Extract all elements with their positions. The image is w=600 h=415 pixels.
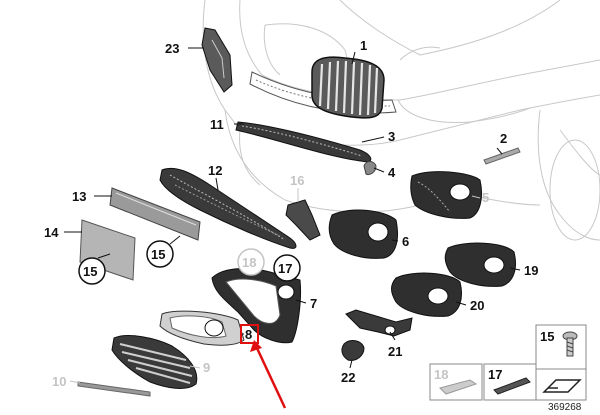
car-outline <box>202 0 600 241</box>
legend-17-label: 17 <box>488 367 502 382</box>
legend-15-label: 15 <box>540 329 554 344</box>
callout-23: 23 <box>165 41 179 56</box>
callout-3: 3 <box>388 129 395 144</box>
lower-trim <box>77 381 151 397</box>
callout-17: 17 <box>278 261 292 276</box>
legend-18-label: 18 <box>434 367 448 382</box>
lower-bracket <box>345 309 413 337</box>
callout-1: 1 <box>360 38 367 53</box>
chrome-trim-strip <box>483 147 521 165</box>
callout-5: 5 <box>482 190 489 205</box>
callout-14: 14 <box>44 225 59 240</box>
screw-icon <box>562 331 578 357</box>
side-bracket <box>201 27 233 93</box>
callout-22: 22 <box>341 370 355 385</box>
callout-16: 16 <box>290 173 304 188</box>
callout-7: 7 <box>310 296 317 311</box>
callout-11: 11 <box>210 117 224 132</box>
callout-labels: 1 2 3 4 5 6 7 8 9 10 11 12 13 14 15 15 1… <box>44 38 538 389</box>
strip-icon <box>493 377 531 395</box>
callout-12: 12 <box>208 163 222 178</box>
callout-15-circle-left: 15 <box>83 264 97 279</box>
center-bracket <box>285 199 321 241</box>
callout-19: 19 <box>524 263 538 278</box>
shim-icon <box>542 379 582 393</box>
fog-grille-right <box>444 242 516 287</box>
fog-light-bezel <box>159 310 245 346</box>
leader-lines <box>64 47 521 384</box>
center-mesh-grille <box>235 121 372 163</box>
callout-10: 10 <box>52 374 66 389</box>
arrow-head-icon <box>250 340 262 352</box>
callout-13: 13 <box>72 189 86 204</box>
kidney-grille <box>311 56 385 119</box>
legend-panel: 15 18 17 369268 <box>429 324 587 413</box>
slat-grille <box>111 335 198 389</box>
fog-light-mesh-grille <box>410 171 483 219</box>
callout-2: 2 <box>500 131 507 146</box>
lower-mesh-grille <box>159 167 297 249</box>
highlight-marker <box>240 324 287 409</box>
circled-callouts <box>78 240 301 285</box>
fog-frame <box>391 272 462 317</box>
callout-20: 20 <box>470 298 484 313</box>
lower-frame <box>211 268 301 344</box>
callout-8: 8 <box>245 327 252 342</box>
license-plate-bracket <box>109 187 201 241</box>
callout-15-circle-right: 15 <box>151 247 165 262</box>
callout-18: 18 <box>242 255 256 270</box>
diagram-number: 369268 <box>548 402 582 413</box>
callout-6: 6 <box>402 234 409 249</box>
clip <box>363 161 377 175</box>
fog-grille <box>328 209 398 259</box>
cover-cap <box>341 340 365 361</box>
callout-21: 21 <box>388 344 402 359</box>
pad-icon <box>439 379 478 395</box>
highlight-box <box>240 324 259 344</box>
highlight-arrow <box>254 345 287 409</box>
callout-4: 4 <box>388 165 396 180</box>
callout-9: 9 <box>203 360 210 375</box>
